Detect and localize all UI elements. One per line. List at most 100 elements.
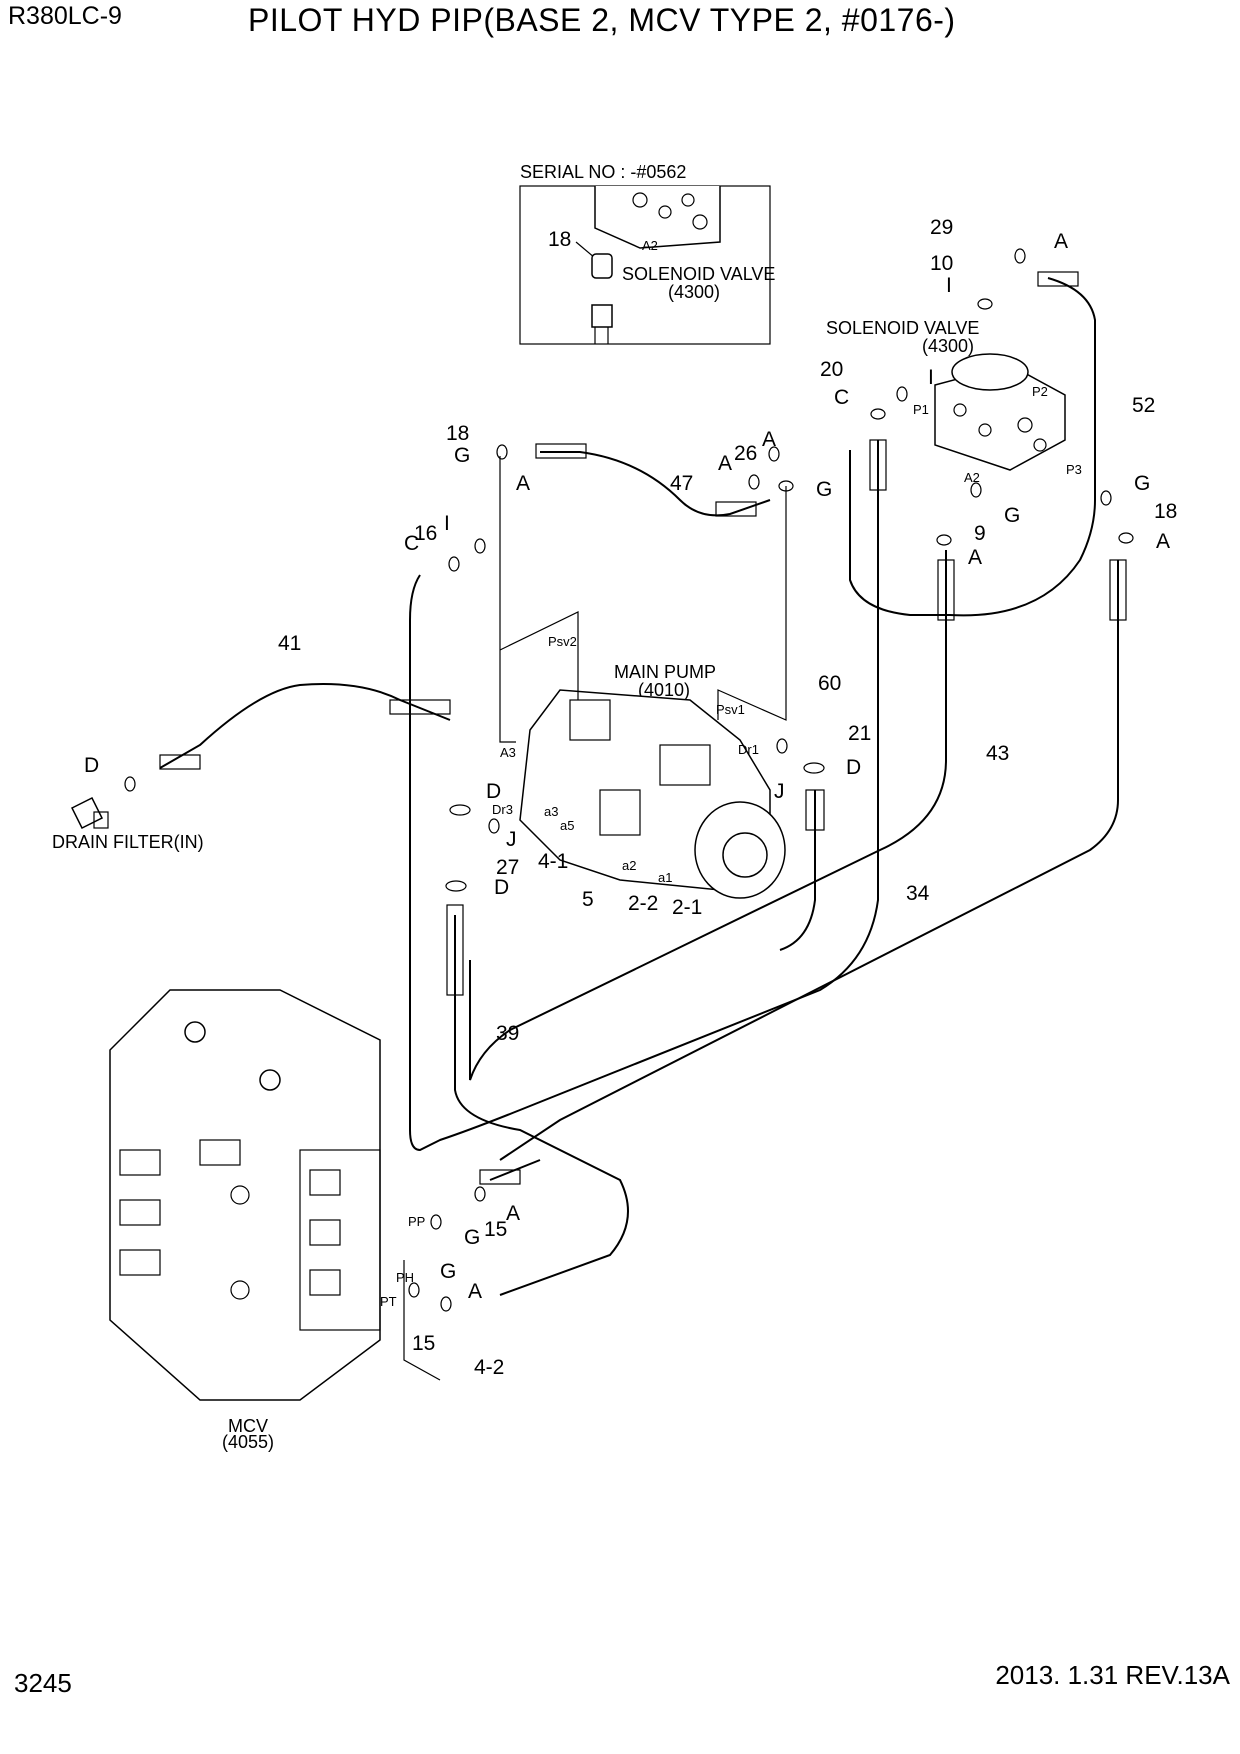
seal-a-top: A (1054, 230, 1068, 253)
port-a1: a1 (658, 870, 672, 885)
o-rings (124, 248, 1134, 1312)
port-a3: A3 (500, 745, 516, 760)
port-p1: P1 (913, 402, 929, 417)
callout-43: 43 (986, 742, 1009, 765)
inset-port-a2: A2 (642, 238, 658, 253)
callout-10: 10 (930, 252, 953, 275)
callout-29: 29 (930, 216, 953, 239)
seal-i-mid: I (928, 366, 934, 389)
callout-60: 60 (818, 672, 841, 695)
part-callouts: 29 10 20 52 18 18 26 47 9 16 41 60 21 43… (278, 216, 1177, 1379)
solenoid-valve-label: SOLENOID VALVE (826, 318, 979, 338)
drain-filter-label: DRAIN FILTER(IN) (52, 832, 204, 852)
seal-j-left: J (506, 828, 517, 851)
seal-d-filter: D (84, 754, 99, 777)
hose-routing (159, 271, 1127, 1381)
callout-47: 47 (670, 472, 693, 495)
callout-26: 26 (734, 442, 757, 465)
seal-c-top: C (834, 386, 849, 409)
port-dr3: Dr3 (492, 802, 513, 817)
port-psv2: Psv2 (548, 634, 577, 649)
mcv-assembly: MCV (4055) PP PH PT (109, 989, 425, 1452)
seal-j-right: J (774, 780, 785, 803)
mcv-code: (4055) (222, 1432, 274, 1452)
seal-i-16: I (444, 512, 450, 535)
callout-16: 16 (414, 522, 437, 545)
mcv-body (109, 989, 381, 1401)
revision-date: 2013. 1.31 REV.13A (995, 1660, 1230, 1690)
callout-9: 9 (974, 522, 986, 545)
port-a2-small: a2 (622, 858, 636, 873)
callout-20: 20 (820, 358, 843, 381)
page-title: PILOT HYD PIP(BASE 2, MCV TYPE 2, #0176-… (248, 2, 956, 38)
solenoid-valve-assembly: SOLENOID VALVE (4300) P1 P2 P3 A2 (826, 318, 1082, 485)
hose-43 (469, 550, 947, 1081)
solenoid-valve-code: (4300) (922, 336, 974, 356)
callout-21: 21 (848, 722, 871, 745)
seal-d-mid: D (486, 780, 501, 803)
port-p2: P2 (1032, 384, 1048, 399)
callout-34: 34 (906, 882, 930, 905)
callout-2-2: 2-2 (628, 892, 658, 915)
callout-18-left: 18 (446, 422, 469, 445)
solenoid-coil (951, 353, 1029, 391)
seal-g-right: G (1134, 472, 1150, 495)
callout-39: 39 (496, 1022, 519, 1045)
hose-39 (454, 915, 629, 1296)
seal-c-16: C (404, 532, 419, 555)
callout-4-1: 4-1 (538, 850, 568, 873)
seal-a-18: A (516, 472, 530, 495)
seal-a-9: A (968, 546, 982, 569)
seal-a-mcv-lower: A (468, 1280, 482, 1303)
inset-callout-18: 18 (548, 228, 571, 251)
hose-52 (849, 277, 1096, 617)
port-psv1: Psv1 (716, 702, 745, 717)
hose-47 (540, 451, 771, 517)
hose-41 (159, 683, 451, 769)
callout-4-2: 4-2 (474, 1356, 504, 1379)
hose-34 (499, 560, 1119, 1161)
callout-2-1: 2-1 (672, 896, 702, 919)
callout-15-lower: 15 (412, 1332, 435, 1355)
seal-a-26b: A (718, 452, 732, 475)
port-p3: P3 (1066, 462, 1082, 477)
seal-g-18: G (454, 444, 470, 467)
seal-a-mcv-upper: A (506, 1202, 520, 1225)
inset-component-name: SOLENOID VALVE (622, 264, 775, 284)
port-a3-small: a3 (544, 804, 558, 819)
seal-i-top: I (946, 274, 952, 297)
port-a2: A2 (964, 470, 980, 485)
callout-15-upper: 15 (484, 1218, 507, 1241)
inset-caption: SERIAL NO : -#0562 (520, 162, 686, 182)
callout-27: 27 (496, 856, 519, 879)
main-pump-assembly: MAIN PUMP (4010) Psv2 Psv1 A3 Dr1 Dr3 a3… (492, 456, 787, 899)
seal-g-26: G (816, 478, 832, 501)
callout-41: 41 (278, 632, 301, 655)
port-pt: PT (380, 1294, 397, 1309)
mcv-label: MCV (228, 1416, 268, 1436)
seal-g-mcv-lower: G (440, 1260, 456, 1283)
seal-a-right: A (1156, 530, 1170, 553)
pump-shaft (722, 832, 768, 878)
inset-solenoid-block (594, 186, 721, 249)
hose-60 (409, 440, 879, 1152)
seal-d-27: D (494, 876, 509, 899)
seal-g-9: G (1004, 504, 1020, 527)
page-number: 3245 (14, 1668, 72, 1698)
drain-filter-assembly: DRAIN FILTER(IN) (52, 796, 204, 852)
seal-letters: A I I C A A G G A G A G A I C D D J J D … (84, 230, 1170, 1303)
main-pump-label: MAIN PUMP (614, 662, 716, 682)
port-pp: PP (408, 1214, 425, 1229)
callout-52: 52 (1132, 394, 1155, 417)
inset-serial-variant: SERIAL NO : -#0562 A2 18 SOLENOID VALVE … (519, 162, 775, 345)
main-pump-code: (4010) (638, 680, 690, 700)
seal-a-26: A (762, 428, 776, 451)
inset-component-code: (4300) (668, 282, 720, 302)
seal-d-right: D (846, 756, 861, 779)
port-dr1: Dr1 (738, 742, 759, 757)
callout-18-right: 18 (1154, 500, 1177, 523)
seal-g-mcv-upper: G (464, 1226, 480, 1249)
port-ph: PH (396, 1270, 414, 1285)
drain-filter-fitting (70, 796, 104, 830)
